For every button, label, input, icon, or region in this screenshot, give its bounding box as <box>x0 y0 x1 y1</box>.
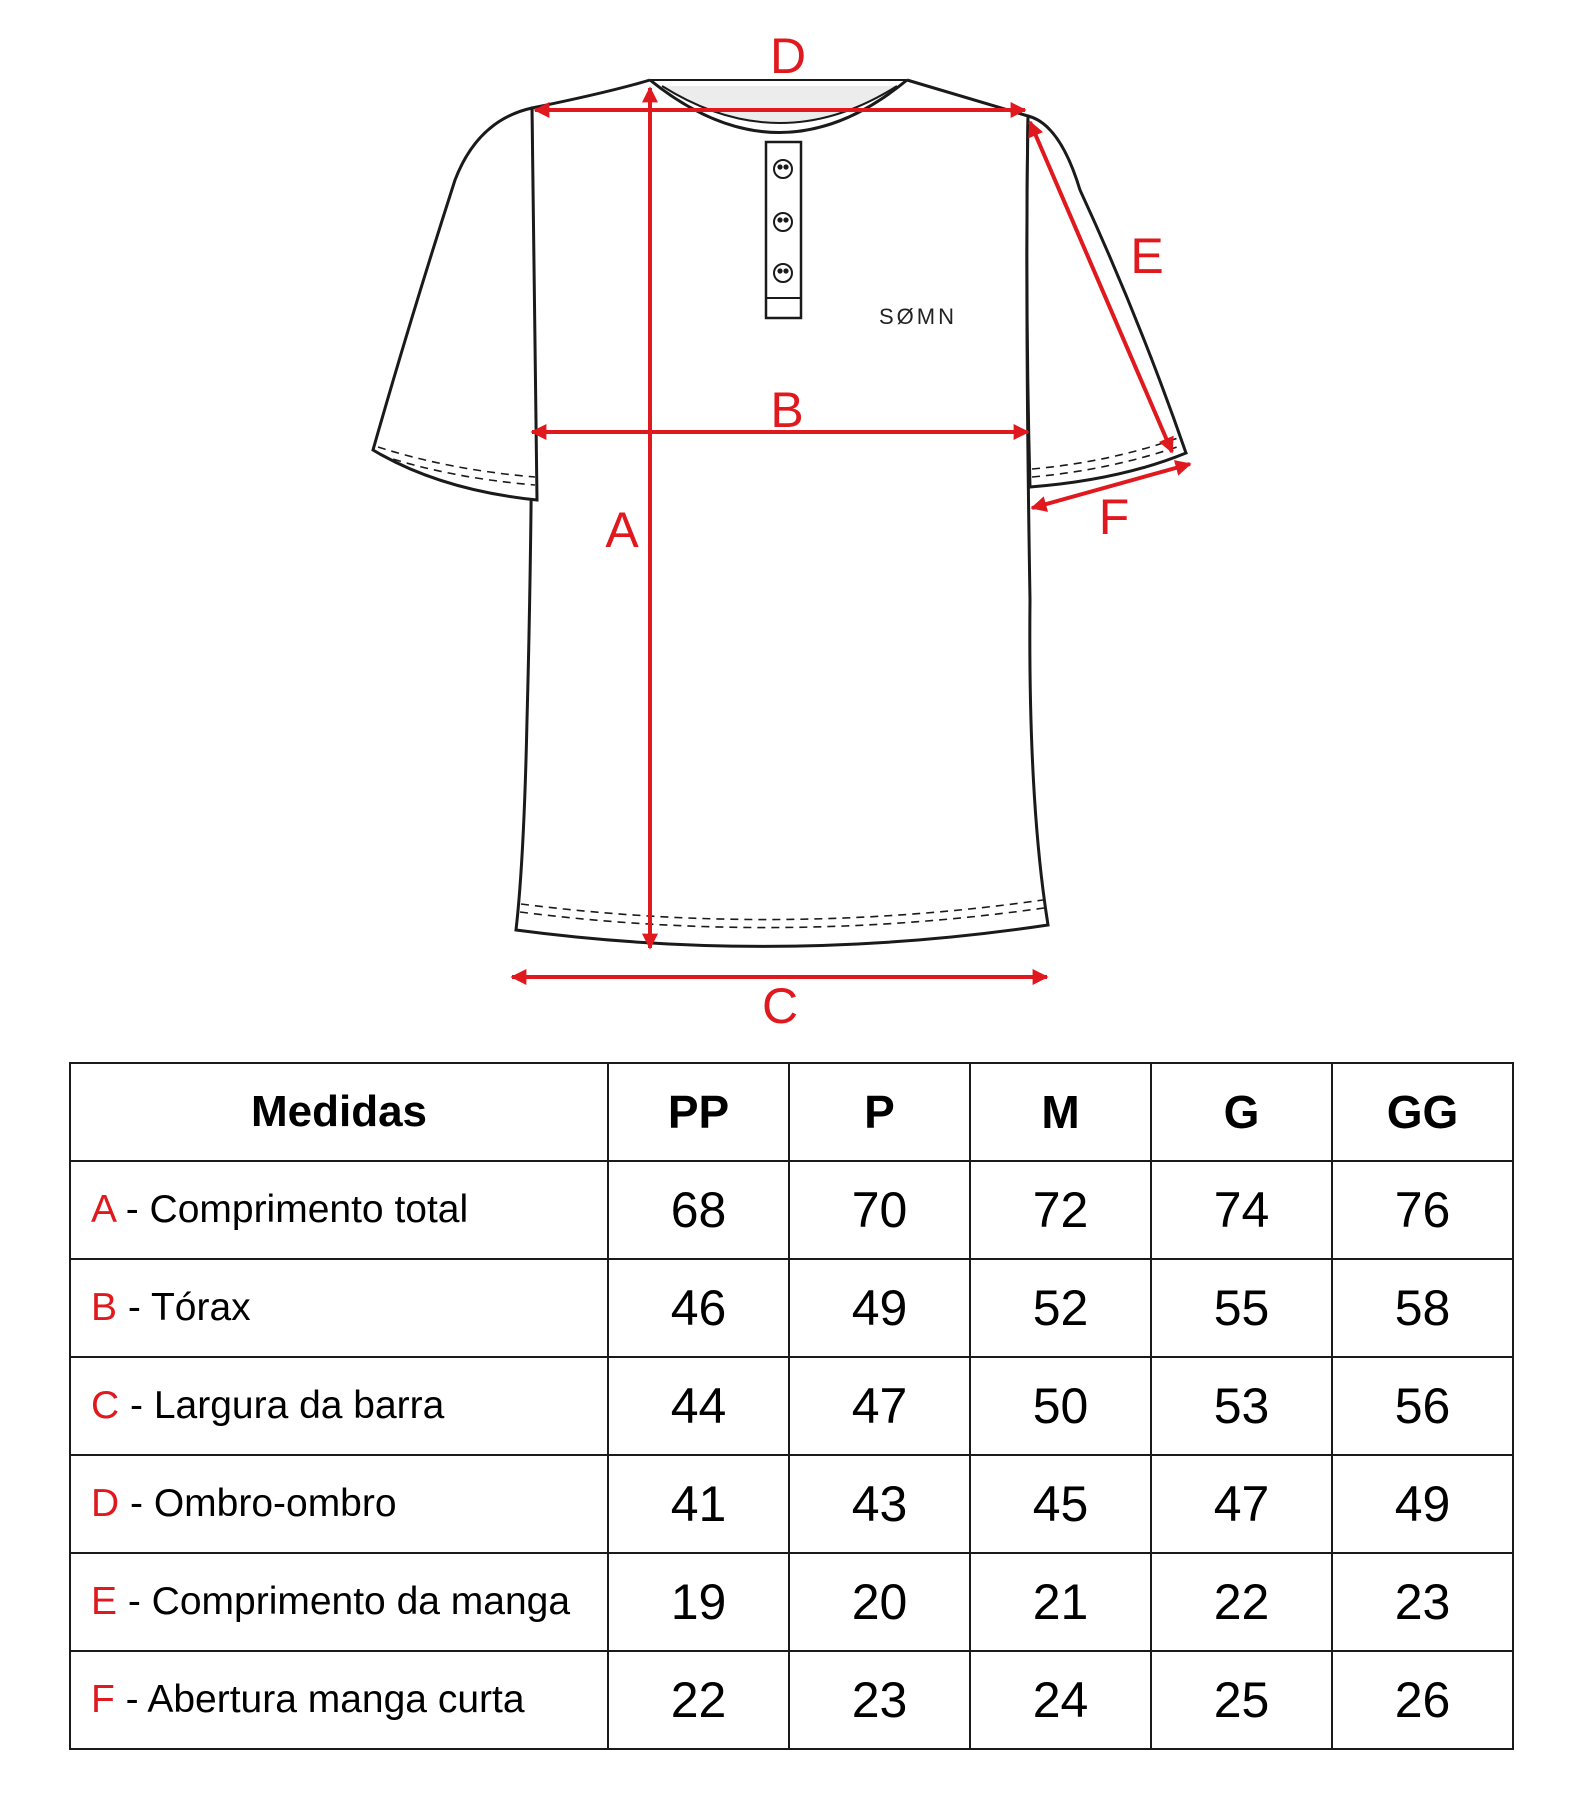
table-row: D - Ombro-ombro 41 43 45 47 49 <box>69 1454 1514 1554</box>
row-name: - Comprimento da manga <box>117 1580 571 1623</box>
row-name: - Ombro-ombro <box>119 1482 397 1525</box>
table-cell: 26 <box>1331 1650 1514 1750</box>
table-cell: 49 <box>1331 1454 1514 1554</box>
row-label: F - Abertura manga curta <box>69 1650 609 1750</box>
table-cell: 70 <box>788 1160 971 1260</box>
table-row: F - Abertura manga curta 22 23 24 25 26 <box>69 1650 1514 1750</box>
header-size-gg: GG <box>1331 1062 1514 1162</box>
table-cell: 56 <box>1331 1356 1514 1456</box>
dim-line-f <box>1030 460 1192 512</box>
label-f: F <box>1099 489 1130 545</box>
header-size-m: M <box>969 1062 1152 1162</box>
table-header-row: Medidas PP P M G GG <box>69 1062 1514 1162</box>
shirt-diagram: SØMN D A B C E F <box>371 28 1192 1034</box>
label-c: C <box>762 978 798 1034</box>
label-a: A <box>605 502 639 558</box>
table-row: E - Comprimento da manga 19 20 21 22 23 <box>69 1552 1514 1652</box>
table-cell: 72 <box>969 1160 1152 1260</box>
table-cell: 24 <box>969 1650 1152 1750</box>
row-code: B <box>91 1286 118 1329</box>
left-sleeve-stitch-2 <box>377 446 536 478</box>
table-cell: 55 <box>1150 1258 1333 1358</box>
brand-logo: SØMN <box>879 304 957 329</box>
table-cell: 47 <box>1150 1454 1333 1554</box>
table-cell: 49 <box>788 1258 971 1358</box>
left-sleeve <box>371 106 539 502</box>
table-cell: 43 <box>788 1454 971 1554</box>
table-cell: 52 <box>969 1258 1152 1358</box>
table-cell: 45 <box>969 1454 1152 1554</box>
size-table: Medidas PP P M G GG A - Comprimento tota… <box>69 1062 1514 1750</box>
row-label: E - Comprimento da manga <box>69 1552 609 1652</box>
row-label: C - Largura da barra <box>69 1356 609 1456</box>
button-icon <box>773 212 793 232</box>
row-name: - Comprimento total <box>114 1188 469 1231</box>
table-cell: 22 <box>1150 1552 1333 1652</box>
table-cell: 19 <box>607 1552 790 1652</box>
button-icon <box>773 263 793 283</box>
row-name: - Tórax <box>117 1286 251 1329</box>
row-code: E <box>91 1580 118 1623</box>
table-cell: 20 <box>788 1552 971 1652</box>
label-d: D <box>770 28 806 84</box>
buttons <box>773 159 793 283</box>
dimension-lines <box>510 86 1192 985</box>
dim-line-e <box>1028 120 1174 454</box>
hem-stitch <box>519 907 1045 929</box>
table-cell: 44 <box>607 1356 790 1456</box>
header-size-pp: PP <box>607 1062 790 1162</box>
table-cell: 76 <box>1331 1160 1514 1260</box>
table-cell: 47 <box>788 1356 971 1456</box>
header-size-g: G <box>1150 1062 1333 1162</box>
row-label: D - Ombro-ombro <box>69 1454 609 1554</box>
label-e: E <box>1130 228 1163 284</box>
button-icon <box>773 159 793 179</box>
dimension-labels: D A B C E F <box>605 28 1163 1034</box>
row-label: B - Tórax <box>69 1258 609 1358</box>
header-size-p: P <box>788 1062 971 1162</box>
table-row: C - Largura da barra 44 47 50 53 56 <box>69 1356 1514 1456</box>
row-code: D <box>91 1482 120 1525</box>
table-row: A - Comprimento total 68 70 72 74 76 <box>69 1160 1514 1260</box>
row-label: A - Comprimento total <box>69 1160 609 1260</box>
row-name: - Largura da barra <box>119 1384 445 1427</box>
table-cell: 23 <box>1331 1552 1514 1652</box>
row-code: A <box>91 1188 115 1231</box>
table-cell: 22 <box>607 1650 790 1750</box>
row-code: F <box>91 1678 115 1721</box>
table-cell: 21 <box>969 1552 1152 1652</box>
row-code: C <box>91 1384 120 1427</box>
table-cell: 68 <box>607 1160 790 1260</box>
table-cell: 25 <box>1150 1650 1333 1750</box>
table-cell: 23 <box>788 1650 971 1750</box>
header-measures: Medidas <box>69 1062 609 1162</box>
table-row: B - Tórax 46 49 52 55 58 <box>69 1258 1514 1358</box>
hem-stitch-2 <box>520 899 1044 921</box>
table-cell: 74 <box>1150 1160 1333 1260</box>
label-b: B <box>770 382 803 438</box>
table-cell: 41 <box>607 1454 790 1554</box>
left-sleeve-stitch <box>379 454 536 486</box>
table-cell: 53 <box>1150 1356 1333 1456</box>
shirt-outline <box>371 78 1188 948</box>
table-cell: 50 <box>969 1356 1152 1456</box>
table-cell: 58 <box>1331 1258 1514 1358</box>
table-cell: 46 <box>607 1258 790 1358</box>
row-name: - Abertura manga curta <box>114 1678 525 1721</box>
